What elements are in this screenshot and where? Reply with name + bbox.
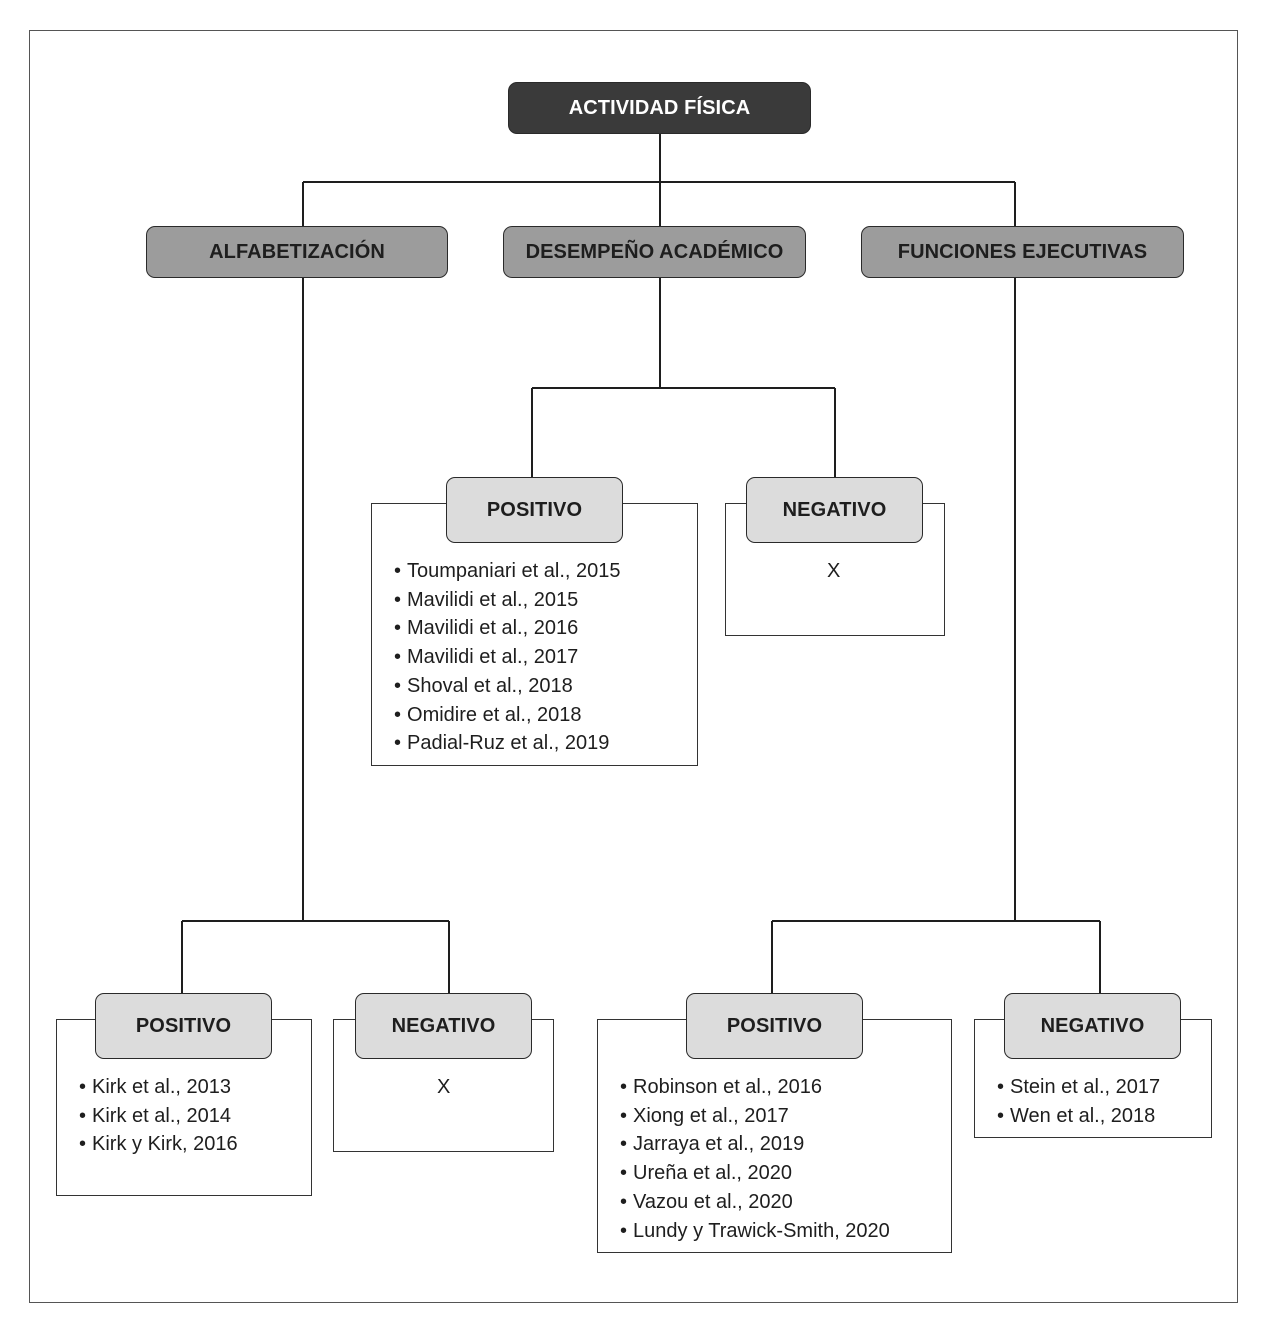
root-label: ACTIVIDAD FÍSICA: [568, 96, 751, 119]
figure-frame: [29, 30, 1238, 1303]
funciones-positivo-list: Robinson et al., 2016 Xiong et al., 2017…: [620, 1073, 890, 1245]
list-item: Omidire et al., 2018: [394, 701, 620, 730]
root-to-categories-connector: [302, 134, 1016, 226]
funciones-branch-connector: [771, 278, 1101, 993]
list-item: Lundy y Trawick-Smith, 2020: [620, 1217, 890, 1246]
root-node-actividad-fisica: ACTIVIDAD FÍSICA: [508, 82, 811, 134]
list-item: Xiong et al., 2017: [620, 1102, 890, 1131]
alfabetizacion-negativo-tag: NEGATIVO: [355, 993, 532, 1059]
funciones-positivo-label: POSITIVO: [726, 1014, 823, 1037]
list-item: Mavilidi et al., 2016: [394, 614, 620, 643]
category-funciones-ejecutivas: FUNCIONES EJECUTIVAS: [861, 226, 1184, 278]
category-desempeno-label: DESEMPEÑO ACADÉMICO: [525, 240, 784, 263]
alfabetizacion-negativo-label: NEGATIVO: [391, 1014, 496, 1037]
funciones-negativo-tag: NEGATIVO: [1004, 993, 1181, 1059]
alfabetizacion-branch-connector: [181, 278, 450, 993]
funciones-negativo-list: Stein et al., 2017 Wen et al., 2018: [997, 1073, 1160, 1130]
list-item: Wen et al., 2018: [997, 1102, 1160, 1131]
desempeno-negativo-tag: NEGATIVO: [746, 477, 923, 543]
list-item: Stein et al., 2017: [997, 1073, 1160, 1102]
category-funciones-label: FUNCIONES EJECUTIVAS: [897, 240, 1148, 263]
category-alfabetizacion-label: ALFABETIZACIÓN: [209, 240, 385, 263]
funciones-positivo-tag: POSITIVO: [686, 993, 863, 1059]
desempeno-positivo-label: POSITIVO: [486, 498, 583, 521]
desempeno-positivo-tag: POSITIVO: [446, 477, 623, 543]
desempeno-positivo-panel: Toumpaniari et al., 2015 Mavilidi et al.…: [371, 503, 698, 766]
list-item: Jarraya et al., 2019: [620, 1130, 890, 1159]
alfabetizacion-positivo-list: Kirk et al., 2013 Kirk et al., 2014 Kirk…: [79, 1073, 238, 1159]
alfabetizacion-negativo-empty-mark: X: [437, 1076, 451, 1098]
list-item: Mavilidi et al., 2017: [394, 643, 620, 672]
list-item: Ureña et al., 2020: [620, 1159, 890, 1188]
alfabetizacion-positivo-label: POSITIVO: [135, 1014, 232, 1037]
list-item: Kirk et al., 2013: [79, 1073, 238, 1102]
list-item: Robinson et al., 2016: [620, 1073, 890, 1102]
desempeno-positivo-list: Toumpaniari et al., 2015 Mavilidi et al.…: [394, 557, 620, 758]
list-item: Mavilidi et al., 2015: [394, 586, 620, 615]
category-alfabetizacion: ALFABETIZACIÓN: [146, 226, 448, 278]
alfabetizacion-positivo-tag: POSITIVO: [95, 993, 272, 1059]
list-item: Shoval et al., 2018: [394, 672, 620, 701]
category-desempeno-academico: DESEMPEÑO ACADÉMICO: [503, 226, 806, 278]
list-item: Toumpaniari et al., 2015: [394, 557, 620, 586]
desempeno-negativo-empty-mark: X: [827, 560, 841, 582]
funciones-negativo-label: NEGATIVO: [1040, 1014, 1145, 1037]
list-item: Vazou et al., 2020: [620, 1188, 890, 1217]
desempeno-negativo-label: NEGATIVO: [782, 498, 887, 521]
list-item: Padial-Ruz et al., 2019: [394, 729, 620, 758]
list-item: Kirk y Kirk, 2016: [79, 1130, 238, 1159]
list-item: Kirk et al., 2014: [79, 1102, 238, 1131]
desempeno-branch-connector: [531, 278, 836, 477]
